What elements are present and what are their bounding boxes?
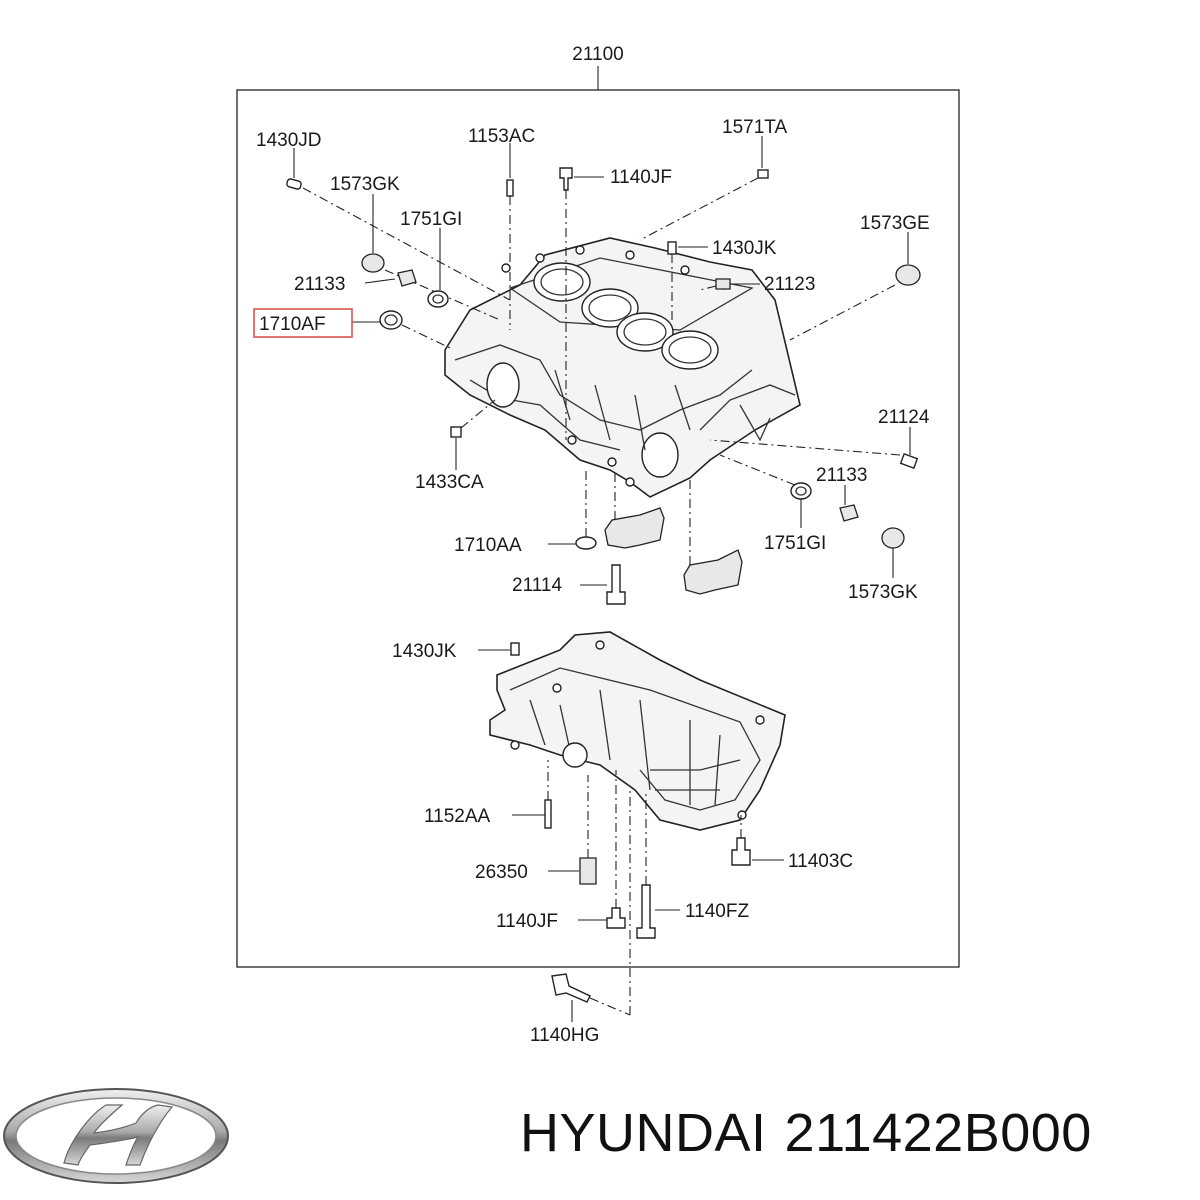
drain-plug-icon [839, 504, 859, 522]
label-1140FZ[interactable]: 1140FZ [685, 901, 749, 922]
dowel-pin-icon [899, 453, 919, 469]
label-1573GE[interactable]: 1573GE [860, 213, 930, 234]
cup-plug-icon [895, 264, 921, 286]
label-1430JK-pan[interactable]: 1430JK [392, 641, 457, 662]
bolt-icon [551, 973, 591, 1003]
label-1152AA[interactable]: 1152AA [424, 806, 491, 827]
o-ring-icon [575, 536, 597, 550]
bolt-icon [606, 907, 626, 929]
label-11403C[interactable]: 11403C [788, 851, 853, 872]
oil-gallery-plug-icon [715, 278, 731, 290]
plug-icon [450, 426, 462, 438]
highlight-box [253, 308, 353, 338]
bolt-icon [606, 564, 626, 605]
label-21123[interactable]: 21123 [764, 274, 815, 295]
bolt-icon [559, 167, 573, 191]
label-21114[interactable]: 21114 [512, 575, 562, 596]
label-1710AA[interactable]: 1710AA [454, 535, 522, 556]
cup-plug-icon [361, 253, 385, 273]
label-1710AF[interactable]: 1710AF [259, 314, 326, 335]
hyundai-logo [3, 1088, 229, 1184]
bearing-cap-icon [683, 549, 743, 595]
label-1433CA[interactable]: 1433CA [415, 472, 484, 493]
gasket-ring-icon [790, 482, 812, 500]
label-21100[interactable]: 21100 [572, 44, 623, 65]
drain-plug-icon [397, 269, 417, 287]
o-ring-icon [379, 310, 403, 330]
dowel-pin-icon [510, 642, 520, 656]
label-1140JF-bottom[interactable]: 1140JF [496, 911, 558, 932]
label-21133-left[interactable]: 21133 [294, 274, 345, 295]
stud-bolt-icon [544, 799, 552, 829]
assembly-frame [236, 89, 960, 968]
label-26350[interactable]: 26350 [475, 862, 528, 883]
oil-filter-fitting-icon [579, 857, 597, 885]
gasket-ring-icon [427, 290, 449, 308]
label-1430JK-top[interactable]: 1430JK [712, 238, 777, 259]
cup-plug-icon [881, 527, 905, 549]
brand-name: HYUNDAI [520, 1103, 767, 1163]
label-1751GI-top[interactable]: 1751GI [400, 209, 462, 230]
part-title: HYUNDAI 211422B000 [520, 1102, 1092, 1164]
bearing-cap-icon [604, 507, 665, 549]
cylinder-block [444, 237, 801, 498]
plug-icon [757, 169, 769, 179]
label-1573GK-bottom[interactable]: 1573GK [848, 582, 918, 603]
stud-bolt-icon [506, 179, 514, 197]
label-1153AC[interactable]: 1153AC [468, 126, 535, 147]
label-1430JD[interactable]: 1430JD [256, 130, 322, 151]
part-number: 211422B000 [784, 1103, 1092, 1163]
dowel-pin-icon [286, 178, 302, 190]
label-1571TA[interactable]: 1571TA [722, 117, 787, 138]
bolt-icon [731, 837, 751, 866]
lower-crankcase [489, 631, 786, 831]
label-1140HG[interactable]: 1140HG [530, 1025, 599, 1046]
label-21124[interactable]: 21124 [878, 407, 930, 428]
label-21133-right[interactable]: 21133 [816, 465, 867, 486]
label-1573GK-top[interactable]: 1573GK [330, 174, 400, 195]
bolt-icon [636, 884, 656, 939]
label-1751GI-bottom[interactable]: 1751GI [764, 533, 826, 554]
label-1140JF-top[interactable]: 1140JF [610, 167, 672, 188]
dowel-pin-icon [667, 241, 677, 255]
